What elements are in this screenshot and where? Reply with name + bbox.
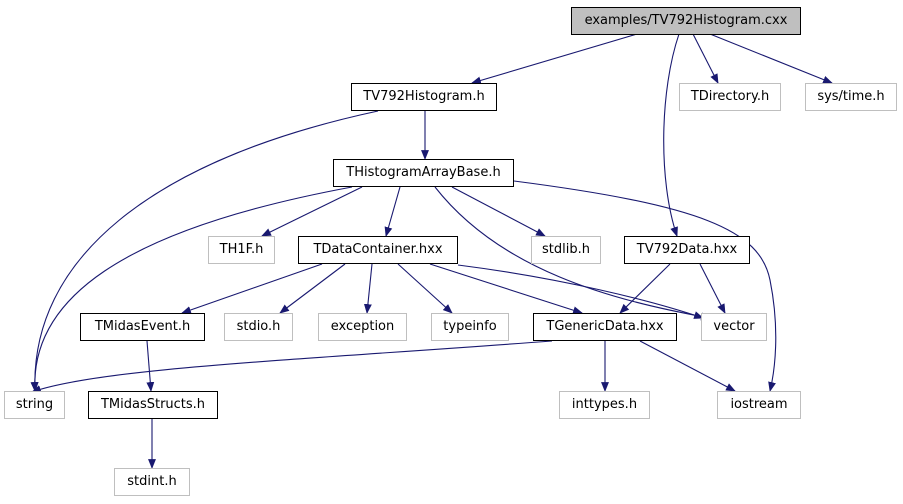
- node-stdint-h: stdint.h: [114, 468, 190, 496]
- node-string: string: [4, 391, 65, 419]
- edge-tdc-exception: [363, 263, 373, 314]
- edge-tdc-vector: [457, 264, 704, 319]
- node-typeinfo: typeinfo: [431, 313, 509, 341]
- edge-tmidasevent-tmidasstructs: [146, 340, 155, 392]
- node-exception: exception: [318, 313, 407, 341]
- edge-tv792histogram-string: [30, 110, 379, 392]
- edge-tv792data-tgenericdata: [619, 263, 671, 314]
- node-tmidasstructs-h[interactable]: TMidasStructs.h: [88, 391, 218, 419]
- node-tdirectory-h: TDirectory.h: [679, 83, 781, 111]
- edge-tdc-tgenericdata: [429, 263, 583, 315]
- edge-thab-vector: [434, 186, 711, 321]
- node-inttypes-h: inttypes.h: [559, 391, 650, 419]
- edge-thab-iostream: [513, 180, 777, 392]
- edge-root-tdirectory: [692, 33, 719, 84]
- node-tv792data-hxx[interactable]: TV792Data.hxx: [624, 236, 750, 264]
- node-vector: vector: [701, 313, 767, 341]
- node-thistogramarraybase-h[interactable]: THistogramArrayBase.h: [333, 159, 514, 187]
- edge-thab-th1f: [261, 186, 363, 237]
- node-stdio-h: stdio.h: [224, 313, 293, 341]
- edge-tv792data-vector: [699, 263, 726, 314]
- edge-tgenericdata-iostream: [639, 340, 736, 392]
- node-stdlib-h: stdlib.h: [531, 236, 601, 264]
- node-tgenericdata-hxx[interactable]: TGenericData.hxx: [533, 313, 677, 341]
- edge-tdc-typeinfo: [397, 263, 453, 314]
- edge-thab-tdatacontainer: [384, 186, 401, 237]
- edge-thab-stdlib: [451, 186, 546, 237]
- node-th1f-h: TH1F.h: [208, 236, 275, 264]
- edge-tgenericdata-string: [31, 340, 553, 393]
- edge-thab-string: [30, 186, 353, 392]
- edge-tdc-stdio: [279, 263, 346, 314]
- edge-tdc-tmidasevent: [181, 263, 323, 314]
- node-iostream: iostream: [717, 391, 801, 419]
- node-sys-time-h: sys/time.h: [805, 83, 897, 111]
- edge-root-tv792histogram: [471, 33, 638, 85]
- node-root-file: examples/TV792Histogram.cxx: [571, 7, 801, 35]
- node-tv792histogram-h[interactable]: TV792Histogram.h: [351, 83, 497, 111]
- edge-root-tv792data: [663, 33, 680, 237]
- edge-root-systime: [709, 33, 833, 84]
- node-tdatacontainer-hxx[interactable]: TDataContainer.hxx: [298, 236, 458, 264]
- node-tmidasevent-h[interactable]: TMidasEvent.h: [80, 313, 205, 341]
